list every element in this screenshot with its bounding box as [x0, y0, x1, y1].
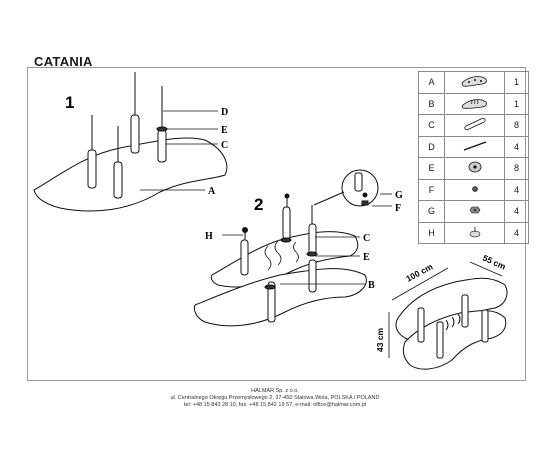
part-qty: 8: [504, 114, 529, 137]
callout-F: F: [395, 203, 401, 214]
zoom-detail: [313, 169, 379, 207]
page-title: CATANIA: [34, 54, 93, 69]
callout-C-2: C: [363, 233, 370, 244]
step-1-leader-lines: [140, 110, 218, 191]
callout-H: H: [205, 231, 213, 242]
part-qty: 1: [504, 92, 529, 115]
part-row: B 1: [418, 92, 529, 115]
part-row: D 4: [418, 135, 529, 158]
nut-icon: [444, 200, 505, 223]
step-1-legs: [87, 72, 168, 199]
step-1-callouts: D E C A: [208, 107, 228, 197]
part-row: F 4: [418, 178, 529, 201]
part-qty: 4: [504, 135, 529, 158]
part-qty: 4: [504, 178, 529, 201]
part-qty: 8: [504, 157, 529, 180]
rod-icon: [444, 135, 505, 158]
part-letter: C: [418, 114, 445, 137]
part-letter: A: [418, 71, 445, 94]
part-letter: D: [418, 135, 445, 158]
step-2-callouts: G F H C E B: [205, 190, 403, 291]
callout-C: C: [221, 140, 228, 151]
footer-contact: tel: +48 15 843 28 10, fax: +48 15 842 1…: [183, 402, 367, 408]
step-1-glass-top: [33, 137, 228, 212]
decor-swirls: [264, 240, 299, 271]
washer-icon: [444, 157, 505, 180]
part-row: G 4: [418, 200, 529, 223]
callout-A: A: [208, 186, 216, 197]
leg-tube-icon: [444, 114, 505, 137]
step-2-bottom-glass: [193, 268, 367, 327]
part-qty: 4: [504, 200, 529, 223]
length-label: 100 cm: [404, 261, 435, 284]
callout-G: G: [395, 190, 403, 201]
table-dimension-view: [395, 277, 508, 370]
part-row: E 8: [418, 157, 529, 180]
footer-company: HALMAR Sp. z o.o.: [251, 388, 299, 394]
callout-B: B: [368, 280, 375, 291]
step-2-number: 2: [254, 195, 263, 214]
callout-D: D: [221, 107, 228, 118]
callout-E: E: [221, 125, 228, 136]
foot-icon: [444, 221, 505, 244]
glass-top-icon: [444, 71, 505, 94]
part-qty: 4: [504, 221, 529, 244]
step-2-rod-pieces: [242, 193, 313, 240]
part-qty: 1: [504, 71, 529, 94]
part-letter: H: [418, 221, 445, 244]
cap-icon: [444, 178, 505, 201]
footer-address: ul. Centralnego Okręgu Przemysłowego 2, …: [170, 395, 380, 401]
dimension-lines: [388, 261, 503, 358]
step-2-leader-lines: [222, 193, 392, 285]
callout-E-2: E: [363, 252, 370, 263]
part-row: H 4: [418, 221, 529, 244]
part-letter: B: [418, 92, 445, 115]
part-letter: E: [418, 157, 445, 180]
part-letter: G: [418, 200, 445, 223]
part-row: C 8: [418, 114, 529, 137]
part-row: A 1: [418, 71, 529, 94]
glass-shelf-icon: [444, 92, 505, 115]
step-1-number: 1: [65, 93, 74, 112]
height-label: 43 cm: [375, 327, 385, 352]
parts-table: A 1 B 1 C 8 D 4 E: [418, 71, 529, 244]
part-letter: F: [418, 178, 445, 201]
